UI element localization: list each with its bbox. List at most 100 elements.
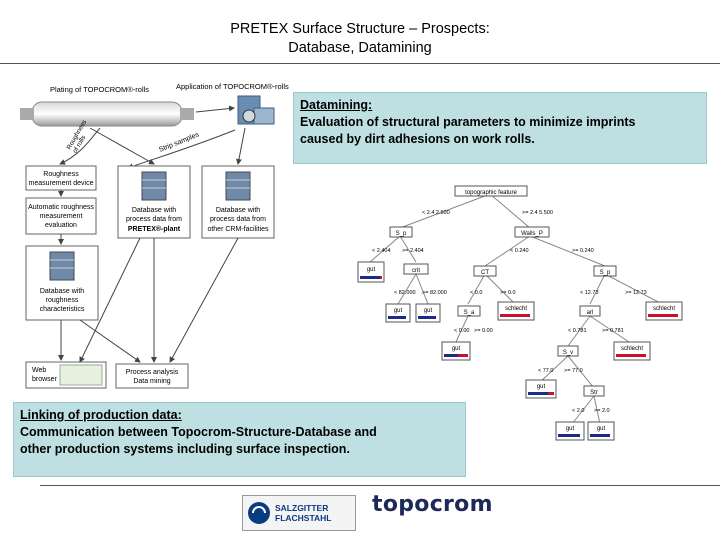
tree-leaf: gut xyxy=(525,379,557,399)
title-line-2: Database, Datamining xyxy=(288,40,432,56)
svg-text:gut: gut xyxy=(452,346,461,352)
split-label: < 77.0 xyxy=(538,368,553,374)
svg-text:other CRM-facilities: other CRM-facilities xyxy=(207,226,269,233)
split-label: >= 82.000 xyxy=(422,290,447,296)
tree-node: crit xyxy=(403,263,429,275)
split-label: < 0.781 xyxy=(568,328,587,334)
topocrom-logo: topocrom xyxy=(372,492,493,517)
split-label: >= 0.781 xyxy=(602,328,624,334)
title-line-1: PRETEX Surface Structure – Prospects: xyxy=(230,21,490,37)
linking-text-1: Communication between Topocrom-Structure… xyxy=(20,425,377,439)
database-icon xyxy=(49,251,75,281)
split-label: >= 2.404 xyxy=(402,248,424,254)
svg-text:S_p: S_p xyxy=(600,270,611,276)
bottom-divider xyxy=(40,485,720,486)
tree-leaf: gut xyxy=(555,421,585,441)
split-label: < 0.240 xyxy=(510,248,529,254)
plating-label: Plating of TOPOCROM®-rolls xyxy=(50,85,149,94)
svg-text:arl: arl xyxy=(587,310,594,316)
split-label: < 82.000 xyxy=(394,290,416,296)
svg-text:measurement: measurement xyxy=(40,213,83,220)
slide-title: PRETEX Surface Structure – Prospects: Da… xyxy=(0,20,720,58)
svg-text:evaluation: evaluation xyxy=(45,222,77,229)
svg-text:Database with: Database with xyxy=(216,207,260,214)
svg-text:gut: gut xyxy=(537,384,546,390)
svg-text:browser: browser xyxy=(32,376,58,383)
svg-text:roughness: roughness xyxy=(46,297,79,304)
svg-text:Data mining: Data mining xyxy=(133,378,170,385)
salzgitter-logo: SALZGITTER FLACHSTAHL xyxy=(242,495,356,531)
svg-text:Str: Str xyxy=(590,390,598,396)
split-label: < 2.404 xyxy=(372,248,391,254)
tree-node: arl xyxy=(579,305,601,317)
split-label: >= 0.240 xyxy=(572,248,594,254)
mill-stand-image xyxy=(237,95,275,125)
tree-node: S_v xyxy=(557,345,579,357)
svg-text:gut: gut xyxy=(566,426,575,432)
linking-text-2: other production systems including surfa… xyxy=(20,442,350,456)
svg-text:CT: CT xyxy=(481,270,489,276)
datamining-heading: Datamining: xyxy=(300,98,373,112)
svg-text:SALZGITTER: SALZGITTER xyxy=(275,503,328,513)
svg-text:PRETEX®-plant: PRETEX®-plant xyxy=(128,225,181,233)
svg-text:Database with: Database with xyxy=(40,288,84,295)
linking-heading: Linking of production data: xyxy=(20,408,182,422)
tree-leaf: gut xyxy=(357,261,385,283)
split-label: >= 77.0 xyxy=(564,368,583,374)
tree-leaf: schlecht xyxy=(645,301,683,321)
datamining-text-2: caused by dirt adhesions on work rolls. xyxy=(300,132,535,146)
svg-text:gut: gut xyxy=(597,426,606,432)
application-label: Application of TOPOCROM®-rolls xyxy=(176,82,289,91)
db-crm-box: Database with process data from other CR… xyxy=(201,165,275,239)
svg-text:process data from: process data from xyxy=(126,216,182,223)
svg-text:topographic feature: topographic feature xyxy=(465,190,517,196)
split-label: >= 0.0 xyxy=(500,290,516,296)
svg-text:process data from: process data from xyxy=(210,216,266,223)
svg-text:measurement device: measurement device xyxy=(29,180,94,187)
datamining-callout: Datamining: Evaluation of structural par… xyxy=(293,92,707,164)
top-divider xyxy=(0,63,720,64)
datamining-text-1: Evaluation of structural parameters to m… xyxy=(300,115,636,129)
split-label: < 12.73 xyxy=(580,290,599,296)
split-label: >= 12.73 xyxy=(625,290,647,296)
svg-text:Automatic roughness: Automatic roughness xyxy=(28,204,94,211)
svg-text:Process analysis: Process analysis xyxy=(126,369,179,376)
db-roughness-box: Database with roughness characteristics xyxy=(25,245,99,321)
db-pretex-box: Database with process data from PRETEX®-… xyxy=(117,165,191,239)
workflow-diagram: Plating of TOPOCROM®-rolls Application o… xyxy=(20,82,289,389)
svg-text:Database with: Database with xyxy=(132,207,176,214)
svg-text:gut: gut xyxy=(424,308,433,314)
svg-text:schlecht: schlecht xyxy=(505,306,527,312)
tree-node: CT xyxy=(473,265,497,277)
database-icon xyxy=(141,171,167,201)
svg-text:schlecht: schlecht xyxy=(653,306,675,312)
svg-text:characteristics: characteristics xyxy=(40,306,85,313)
decision-tree: topographic feature < 2.4 2.500 >= 2.4 5… xyxy=(357,185,683,441)
tree-leaf: gut xyxy=(385,303,411,323)
svg-text:crit: crit xyxy=(412,268,420,274)
svg-text:S_p: S_p xyxy=(396,231,407,237)
tree-node: Walls_P xyxy=(514,226,550,238)
tree-node: S_p xyxy=(593,265,617,277)
svg-text:schlecht: schlecht xyxy=(621,346,643,352)
tree-leaf: schlecht xyxy=(613,341,651,361)
split-label: < 2.0 xyxy=(572,408,584,414)
svg-text:S_v: S_v xyxy=(563,350,573,356)
roughness-device-box: Roughness measurement device xyxy=(25,165,97,191)
split-label: < 0.00 xyxy=(454,328,469,334)
svg-text:gut: gut xyxy=(394,308,403,314)
svg-text:FLACHSTAHL: FLACHSTAHL xyxy=(275,513,332,523)
tree-leaf: gut xyxy=(587,421,615,441)
roll-image xyxy=(20,101,194,127)
split-label: < 0.0 xyxy=(470,290,482,296)
web-browser-box: Web browser xyxy=(25,361,107,389)
tree-node: S_p xyxy=(389,226,413,238)
svg-text:S_a: S_a xyxy=(464,310,475,316)
svg-text:Web: Web xyxy=(32,367,46,374)
split-label: >= 0.00 xyxy=(474,328,493,334)
process-analysis-box: Process analysis Data mining xyxy=(115,363,189,389)
tree-leaf: gut xyxy=(415,303,441,323)
split-label: >= 2.4 5.500 xyxy=(522,210,553,216)
split-label: >= 2.0 xyxy=(594,408,610,414)
tree-node: S_a xyxy=(457,305,481,317)
